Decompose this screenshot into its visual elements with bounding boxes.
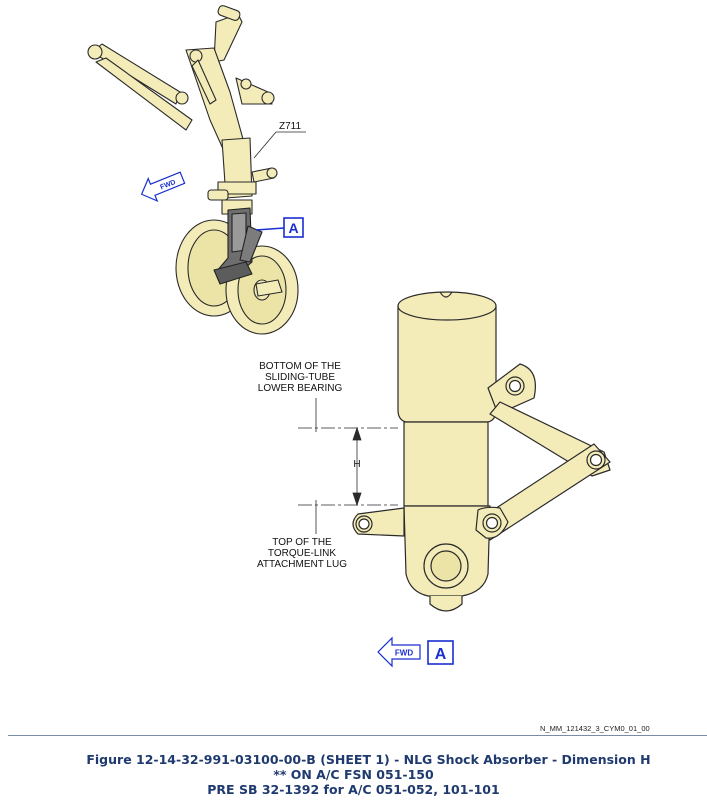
label-line: ATTACHMENT LUG [256, 559, 347, 570]
detail-a-label-bottom: A [435, 646, 447, 663]
fwd-arrow-top: FWD [140, 171, 186, 202]
nlg-shock-absorber-diagram: A FWD [87, 5, 611, 668]
label-line: SLIDING-TUBE [264, 372, 335, 383]
caption-sb-note: PRE SB 32-1392 for A/C 051-052, 101-101 [207, 782, 500, 797]
label-line: BOTTOM OF THE [259, 361, 341, 372]
figure-caption: Figure 12-14-32-991-03100-00-B (SHEET 1)… [0, 752, 707, 797]
bottom-of-sliding-tube-label: BOTTOM OF THE SLIDING-TUBE LOWER BEARING [244, 361, 356, 394]
caption-effectivity: ** ON A/C FSN 051-150 [273, 767, 434, 782]
label-line: TORQUE-LINK [267, 548, 337, 559]
z711-leader [253, 131, 306, 159]
detail-a-label-top: A [288, 220, 298, 236]
top-of-torque-link-lug-label: TOP OF THE TORQUE-LINK ATTACHMENT LUG [240, 537, 364, 570]
caption-title: Figure 12-14-32-991-03100-00-B (SHEET 1)… [86, 752, 651, 767]
detail-a-callout-top: A [255, 217, 304, 238]
drawing-id: N_MM_121432_3_CYM0_01_00 [540, 724, 650, 733]
label-line: TOP OF THE [272, 537, 332, 548]
detail-a-callout-bottom: A [427, 640, 454, 665]
detail-a-shock-absorber [352, 291, 611, 612]
fwd-label-bottom: FWD [395, 649, 413, 658]
dimension-h [298, 398, 398, 534]
z711-label: Z711 [279, 121, 302, 132]
dimension-h-label: H [353, 459, 361, 470]
fwd-arrow-bottom: FWD [377, 636, 421, 668]
label-line: LOWER BEARING [257, 383, 343, 394]
caption-divider [8, 735, 707, 736]
nose-landing-gear-overview [87, 5, 299, 335]
